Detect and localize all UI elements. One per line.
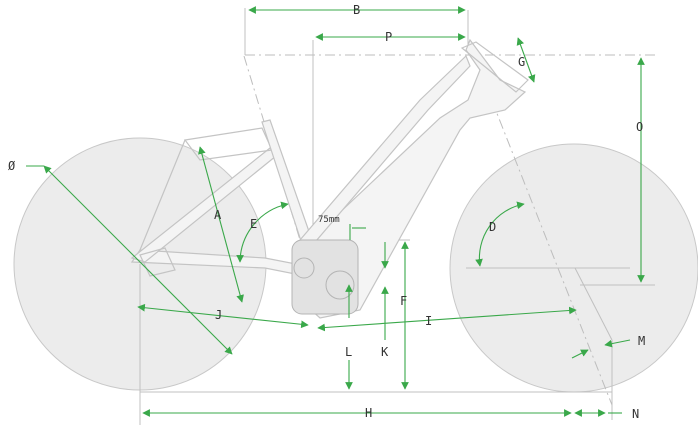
label-diameter: Ø — [8, 159, 16, 173]
label-f: F — [400, 294, 407, 308]
label-p: P — [385, 30, 392, 44]
label-i: I — [425, 314, 432, 328]
label-n: N — [632, 407, 639, 421]
dim-g-line — [516, 37, 536, 83]
label-m: M — [638, 334, 645, 348]
dimension-labels: B P G O Ø A E 75mm D F J I L K M H N — [8, 3, 645, 421]
dim-i-line — [317, 306, 577, 332]
label-e: E — [250, 217, 257, 231]
label-d: D — [489, 220, 496, 234]
label-j: J — [215, 308, 222, 322]
label-a: A — [214, 208, 222, 222]
dim-j-line — [137, 303, 309, 329]
dim-d-arc — [475, 201, 525, 267]
label-g: G — [518, 55, 525, 69]
dim-e-arc — [236, 201, 289, 263]
motor-cover — [325, 270, 355, 300]
label-k: K — [381, 345, 389, 359]
label-75mm: 75mm — [318, 215, 340, 225]
label-l: L — [345, 345, 352, 359]
label-o: O — [636, 120, 643, 134]
dim-m-line — [604, 339, 631, 348]
dim-m-tick — [571, 349, 589, 359]
crank-spindle — [293, 257, 315, 279]
label-h: H — [365, 406, 372, 420]
label-b: B — [353, 3, 360, 17]
dimension-lines — [26, 6, 645, 417]
seat-tube — [261, 119, 313, 245]
